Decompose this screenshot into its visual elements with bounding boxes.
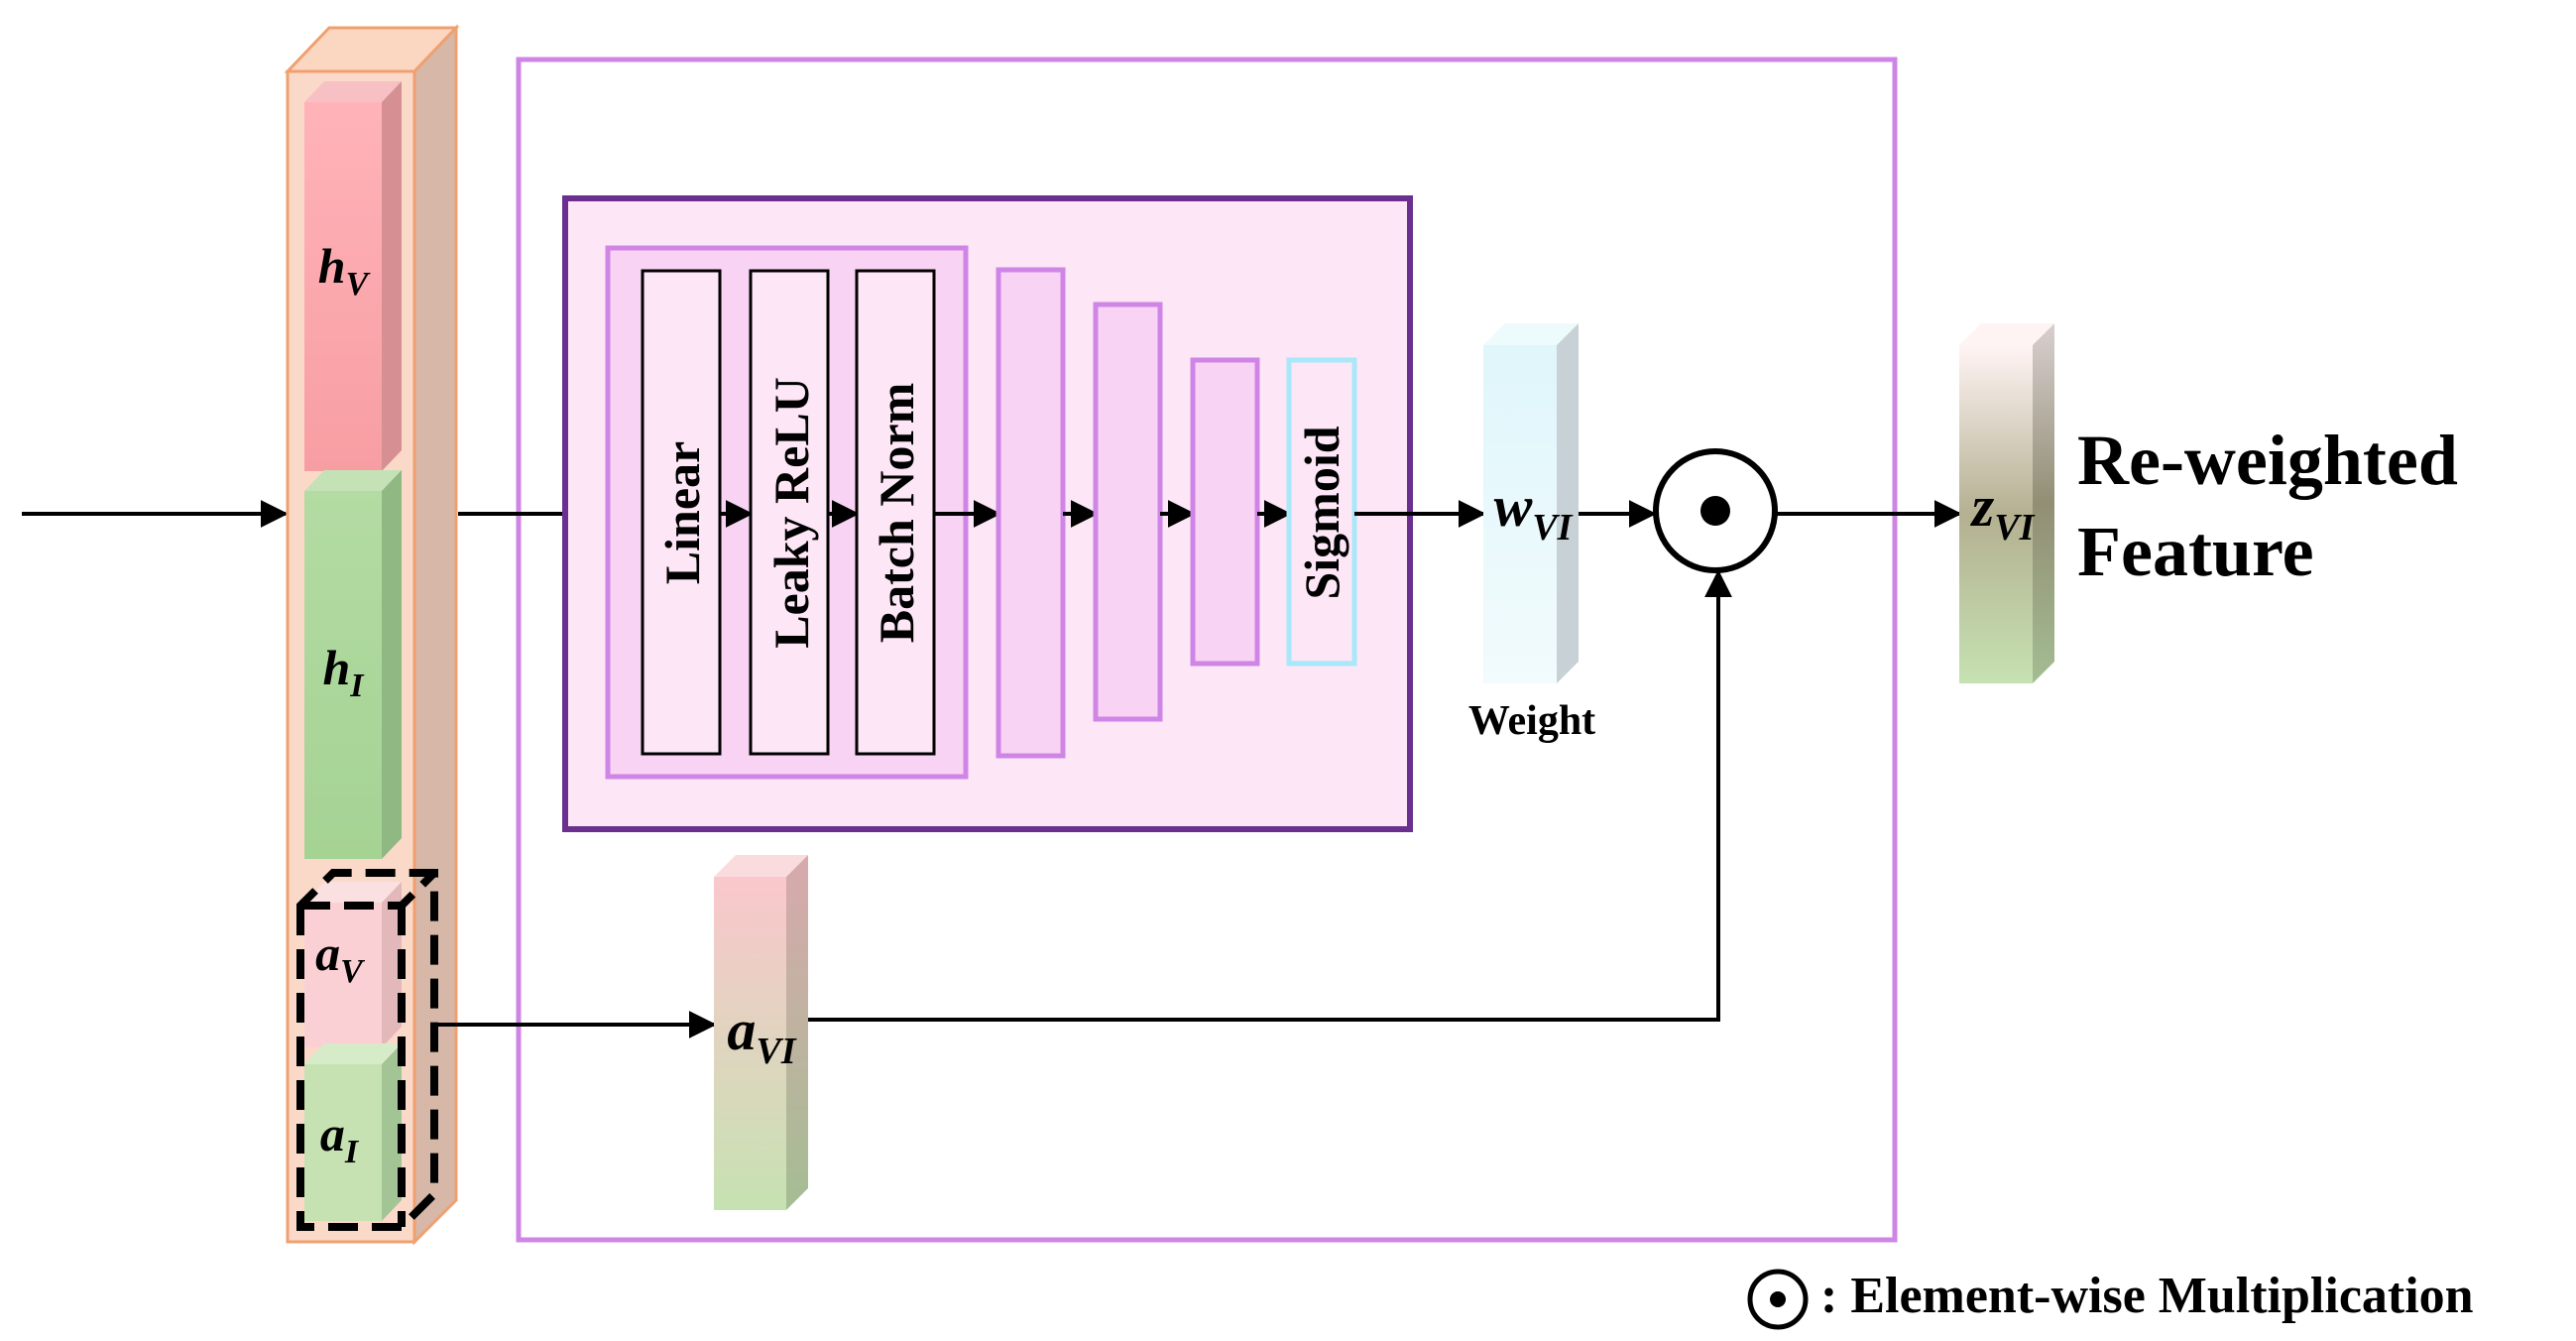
avi-label: aVI bbox=[727, 998, 796, 1072]
hv-label: hV bbox=[318, 238, 371, 303]
wvi-label: wVI bbox=[1494, 474, 1574, 549]
hidden-layer-1 bbox=[995, 267, 1066, 759]
attention-selection-outline bbox=[296, 869, 438, 1231]
weight-block: wVI bbox=[1483, 323, 1579, 683]
leaky-relu-layer-label: Leaky ReLU bbox=[763, 377, 819, 649]
batch-norm-layer-label: Batch Norm bbox=[869, 383, 924, 643]
hv-block: hV bbox=[304, 81, 402, 471]
reweighting-module bbox=[516, 57, 1898, 1243]
ai-block: aI bbox=[304, 1043, 402, 1221]
hi-label: hI bbox=[322, 640, 365, 704]
weight-label: Weight bbox=[1468, 698, 1595, 744]
av-label: aV bbox=[315, 925, 365, 990]
sigmoid-layer-label: Sigmoid bbox=[1294, 426, 1349, 599]
avi-block: aVI bbox=[714, 855, 808, 1210]
sigmoid-layer bbox=[1286, 357, 1357, 667]
output-label-line2: Feature bbox=[2077, 512, 2314, 591]
leaky-relu-layer bbox=[749, 269, 830, 756]
hidden-layer-2 bbox=[1093, 302, 1163, 722]
legend-text: : Element-wise Multiplication bbox=[1820, 1268, 2474, 1324]
legend: : Element-wise Multiplication bbox=[1747, 1268, 2474, 1330]
linear-layer-label: Linear bbox=[654, 441, 710, 584]
hi-block: hI bbox=[304, 470, 402, 859]
hidden-layer-3 bbox=[1190, 357, 1260, 667]
output-label-line1: Re-weighted bbox=[2077, 421, 2458, 500]
output-block: zVI bbox=[1959, 323, 2054, 683]
arrow-avi-to-multiply bbox=[808, 569, 1732, 1022]
batch-norm-layer bbox=[855, 269, 936, 756]
av-block: aV bbox=[304, 882, 402, 1047]
ai-label: aI bbox=[320, 1106, 360, 1170]
zvi-label: zVI bbox=[1970, 474, 2036, 549]
feature-stack: hV hI aV aI bbox=[284, 24, 460, 1246]
multiply-node bbox=[1653, 448, 1778, 573]
